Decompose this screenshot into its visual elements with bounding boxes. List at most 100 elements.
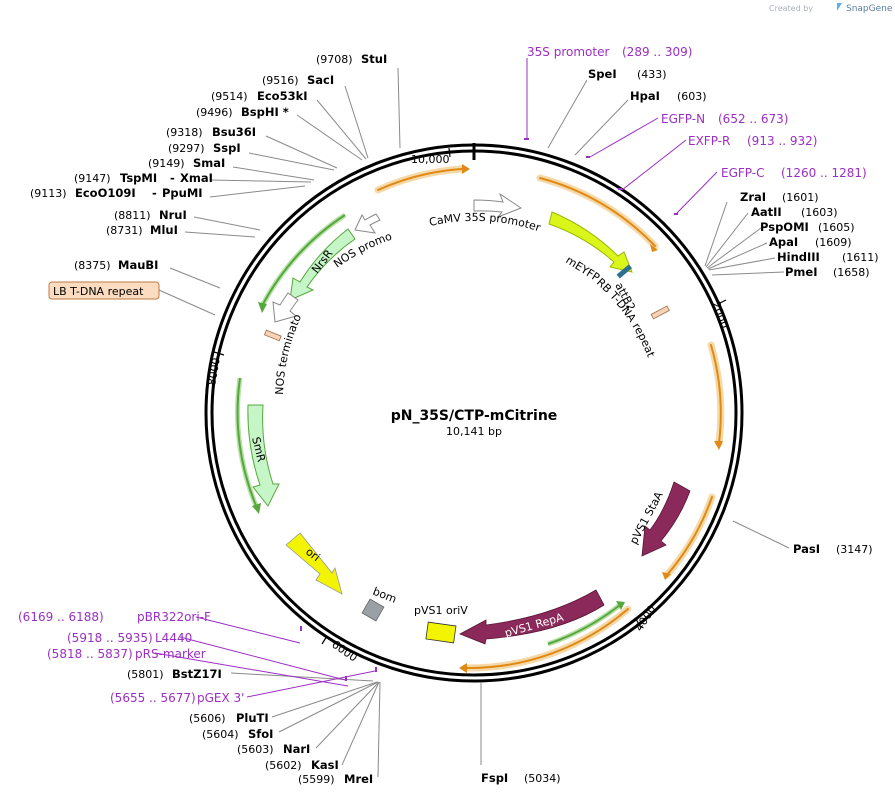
primer-l4440-name[interactable]: L4440	[155, 631, 192, 645]
primer-pbr-name[interactable]: pBR322ori-F	[137, 610, 211, 624]
site-eco0109i-dash: -	[152, 186, 157, 200]
site-mlui-name[interactable]: MluI	[150, 223, 178, 237]
primer-egfpn-name[interactable]: EGFP-N	[661, 112, 705, 126]
site-hindiii-name[interactable]: HindIII	[777, 250, 820, 264]
site-zrai-name[interactable]: ZraI	[740, 190, 766, 204]
enzyme-labels-left: (9708) StuI (9516) SacI (9514) Eco53kI (…	[30, 52, 387, 272]
site-hindiii-pos: (1611)	[842, 251, 879, 264]
primer-egfpc-name[interactable]: EGFP-C	[721, 166, 764, 180]
camv-35s-promoter-arrow[interactable]	[473, 192, 523, 219]
site-mrei-pos: (5599)	[298, 773, 335, 786]
nos-terminator-arrow[interactable]	[272, 292, 299, 323]
orf-arc-3-line	[710, 344, 722, 444]
primer-exfpr-name[interactable]: EXFP-R	[688, 134, 730, 148]
site-sfoi-name[interactable]: SfoI	[248, 727, 273, 741]
attb2-marker[interactable]	[616, 264, 633, 279]
pvs1-oriv-marker[interactable]	[425, 621, 457, 644]
site-sfoi-pos: (5604)	[202, 728, 239, 741]
primer-prs-range: (5818 .. 5837)	[47, 647, 133, 661]
site-maubi-pos: (8375)	[74, 259, 111, 272]
primer-exfpr-range: (913 .. 932)	[747, 134, 817, 148]
site-tspmi-name[interactable]: TspMI	[120, 171, 157, 185]
nos-promoter-arrow[interactable]	[354, 213, 381, 234]
site-smai-pos: (9149)	[148, 157, 185, 170]
lb-leader	[158, 289, 216, 316]
orf-arc-5-line	[464, 608, 629, 670]
site-eco0109i-pos: (9113)	[30, 187, 67, 200]
site-smai-name[interactable]: SmaI	[193, 156, 225, 170]
site-hpai-name[interactable]: HpaI	[630, 89, 660, 103]
site-nrui-name[interactable]: NruI	[159, 208, 187, 222]
site-apai-name[interactable]: ApaI	[769, 235, 798, 249]
primer-prs-name[interactable]: pRS-marker	[135, 647, 206, 661]
site-stui-name[interactable]: StuI	[361, 52, 387, 66]
camv-35s-promoter-label: CaMV 35S promoter	[428, 211, 543, 235]
ori-arrow[interactable]	[285, 532, 343, 595]
lb-tdna-marker[interactable]	[263, 329, 282, 342]
site-kasi-name[interactable]: KasI	[311, 758, 339, 772]
primer-35s-range: (289 .. 309)	[622, 45, 692, 59]
smr-label: SmR	[249, 436, 268, 464]
pvs1-repa-arrow[interactable]	[459, 589, 605, 645]
site-eco0109i-name[interactable]: EcoO109I	[75, 186, 136, 200]
site-ppumi-name[interactable]: PpuMI	[162, 186, 203, 200]
site-pluti-pos: (5606)	[189, 712, 226, 725]
site-maubi-name[interactable]: MauBI	[118, 258, 158, 272]
site-aatii-pos: (1603)	[801, 206, 838, 219]
cds-arrowheads	[252, 302, 625, 610]
site-fspi-name[interactable]: FspI	[481, 771, 508, 785]
cds-arcs	[235, 212, 622, 647]
site-mrei-name[interactable]: MreI	[344, 772, 373, 786]
site-aatii-name[interactable]: AatII	[751, 205, 782, 219]
site-tspmi-dash: -	[170, 171, 175, 185]
tick-label-10000: 10,000	[411, 153, 450, 166]
site-xmai-name[interactable]: XmaI	[180, 171, 213, 185]
site-bstz17i-name[interactable]: BstZ17I	[172, 667, 222, 681]
enzyme-leaders	[169, 67, 790, 778]
site-psp0mi-pos: (1605)	[818, 221, 855, 234]
enzyme-labels-bottom: FspI (5034) (5801) BstZ17I (5606) PluTI …	[127, 667, 561, 786]
site-bsphi-pos: (9496)	[196, 106, 233, 119]
site-mlui-pos: (8731)	[106, 224, 143, 237]
nrsr-cds-line	[261, 214, 346, 307]
site-saci-name[interactable]: SacI	[307, 73, 334, 87]
site-pasi-name[interactable]: PasI	[793, 542, 820, 556]
site-zrai-pos: (1601)	[782, 191, 819, 204]
site-pluti-name[interactable]: PluTI	[236, 711, 269, 725]
site-nari-pos: (5603)	[237, 743, 274, 756]
site-stui-pos: (9708)	[316, 53, 353, 66]
pvs1-staa-arrow[interactable]	[641, 481, 691, 557]
smr-arrow[interactable]	[247, 404, 280, 507]
site-pmei-name[interactable]: PmeI	[785, 265, 818, 279]
primer-35s-name[interactable]: 35S promoter	[527, 45, 609, 59]
primer-marks	[300, 138, 678, 681]
orf-arc-4-line	[666, 496, 713, 576]
site-saci-pos: (9516)	[262, 74, 299, 87]
site-psp0mi-name[interactable]: PspOMI	[760, 220, 809, 234]
site-apai-pos: (1609)	[815, 236, 852, 249]
primer-l4440-range: (5918 .. 5935)	[67, 631, 153, 645]
orf-arcs	[374, 165, 725, 672]
site-eco53ki-pos: (9514)	[211, 90, 248, 103]
site-eco53ki-name[interactable]: Eco53kI	[257, 89, 308, 103]
bom-marker[interactable]	[361, 598, 385, 622]
tick-8000	[213, 351, 225, 356]
site-kasi-pos: (5602)	[265, 759, 302, 772]
site-nrui-pos: (8811)	[114, 209, 151, 222]
primer-pbr-range: (6169 .. 6188)	[18, 610, 104, 624]
site-bsu36i-name[interactable]: Bsu36I	[212, 125, 256, 139]
orf-arc-2	[536, 174, 659, 250]
primer-pgex-name[interactable]: pGEX 3'	[197, 691, 244, 705]
rb-tdna-marker[interactable]	[650, 305, 670, 320]
enzyme-labels-right: SpeI (433) HpaI (603) ZraI (1601) AatII …	[588, 67, 879, 556]
primer-labels: 35S promoter (289 .. 309) EGFP-N (652 ..…	[18, 45, 867, 705]
site-bsphi-name[interactable]: BspHI *	[241, 105, 289, 119]
site-sspi-name[interactable]: SspI	[213, 141, 241, 155]
lb-tdna-label: LB T-DNA repeat	[53, 285, 144, 298]
site-nari-name[interactable]: NarI	[283, 742, 310, 756]
smr-cds-line	[236, 377, 258, 509]
repa-cds-line	[547, 604, 621, 645]
site-pmei-pos: (1658)	[833, 266, 870, 279]
meyfp-arrow[interactable]	[548, 211, 633, 273]
site-spei-name[interactable]: SpeI	[588, 67, 617, 81]
